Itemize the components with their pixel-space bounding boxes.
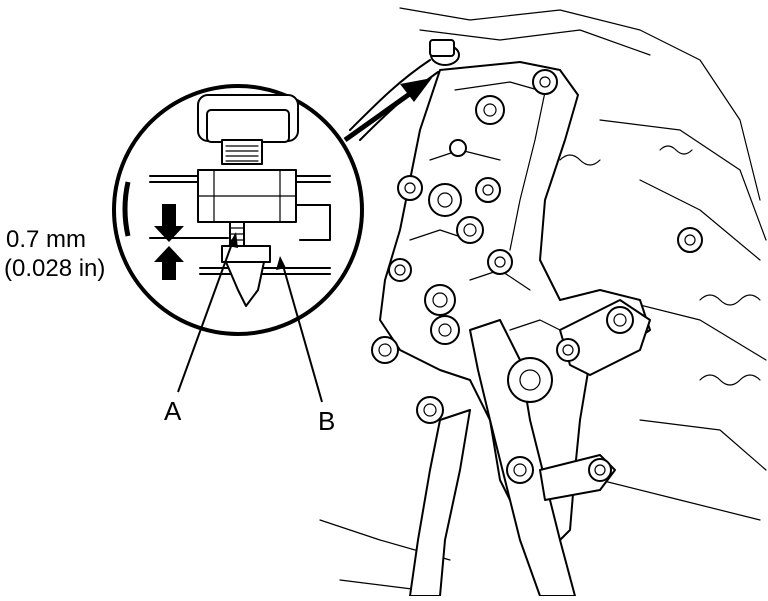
detail-arrow: [343, 78, 432, 143]
measurement-metric-label: 0.7 mm: [6, 226, 86, 253]
callout-a-label: A: [164, 396, 182, 426]
measurement-imperial-label: (0.028 in): [4, 255, 105, 282]
callout-b-label: B: [318, 406, 335, 436]
callout-leaders: [177, 232, 323, 403]
detail-view-circle: [112, 84, 364, 336]
pedal-assembly-illustration: [319, 7, 767, 597]
